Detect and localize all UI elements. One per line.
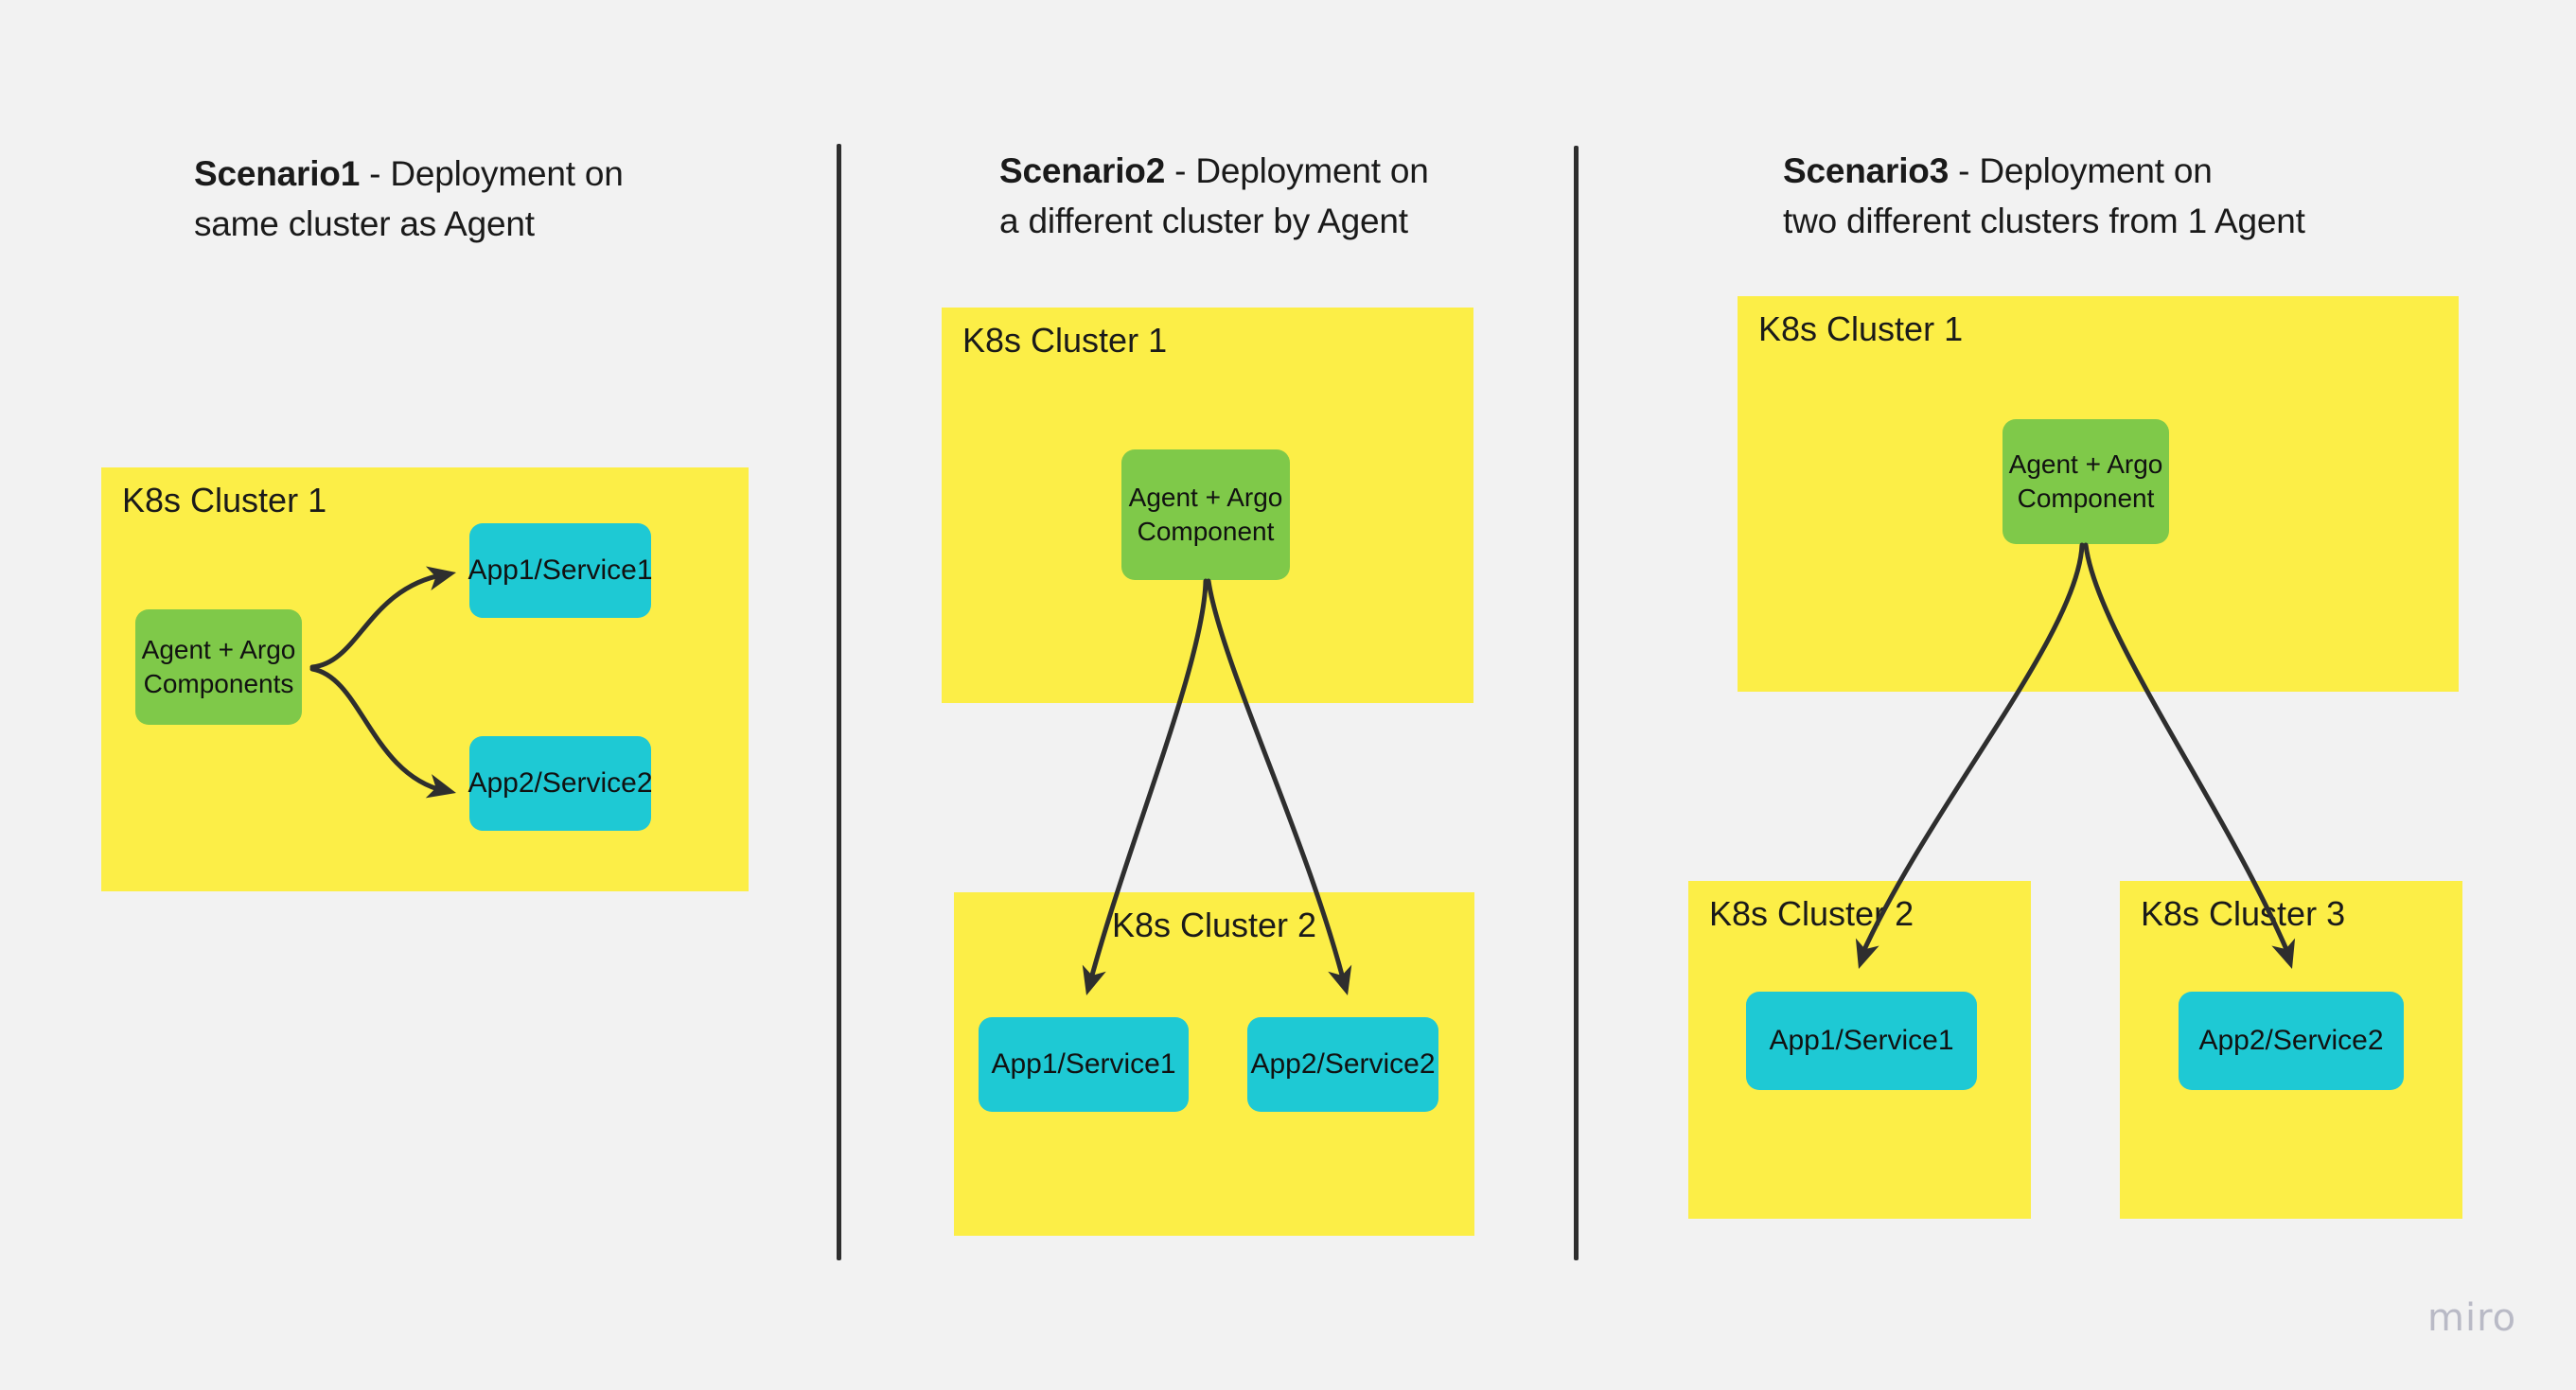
scenario-title-scenario3: Scenario3 - Deployment on two different …: [1783, 147, 2305, 246]
cluster-label: K8s Cluster 2: [1709, 894, 1914, 933]
scenario-name: Scenario3: [1783, 151, 1950, 190]
scenario-description: - Deployment on two different clusters f…: [1783, 151, 2305, 240]
scenario-description: - Deployment on a different cluster by A…: [999, 151, 1429, 240]
app2-node[interactable]: App2/Service2: [1247, 1017, 1438, 1112]
app1-node[interactable]: App1/Service1: [1746, 992, 1977, 1090]
app2-node[interactable]: App2/Service2: [2179, 992, 2404, 1090]
agent-node[interactable]: Agent + Argo Component: [2003, 419, 2169, 544]
scenario-title-scenario2: Scenario2 - Deployment on a different cl…: [999, 147, 1429, 246]
divider-1: [837, 144, 841, 1260]
scenario-name: Scenario2: [999, 151, 1166, 190]
cluster-label: K8s Cluster 1: [122, 481, 327, 519]
miro-watermark: miro: [2427, 1296, 2517, 1340]
cluster-label: K8s Cluster 3: [2141, 894, 2346, 933]
app1-node[interactable]: App1/Service1: [979, 1017, 1189, 1112]
scenario-description: - Deployment on same cluster as Agent: [194, 154, 624, 243]
agent-node[interactable]: Agent + Argo Components: [135, 609, 302, 725]
agent-node[interactable]: Agent + Argo Component: [1121, 449, 1290, 580]
scenario-title-scenario1: Scenario1 - Deployment on same cluster a…: [194, 150, 624, 249]
cluster-label: K8s Cluster 1: [1758, 309, 1964, 348]
divider-2: [1574, 146, 1579, 1260]
scenario-name: Scenario1: [194, 154, 361, 193]
app1-node[interactable]: App1/Service1: [468, 523, 653, 618]
cluster-label: K8s Cluster 2: [1111, 906, 1317, 944]
app2-node[interactable]: App2/Service2: [468, 736, 653, 831]
cluster-label: K8s Cluster 1: [962, 321, 1168, 360]
